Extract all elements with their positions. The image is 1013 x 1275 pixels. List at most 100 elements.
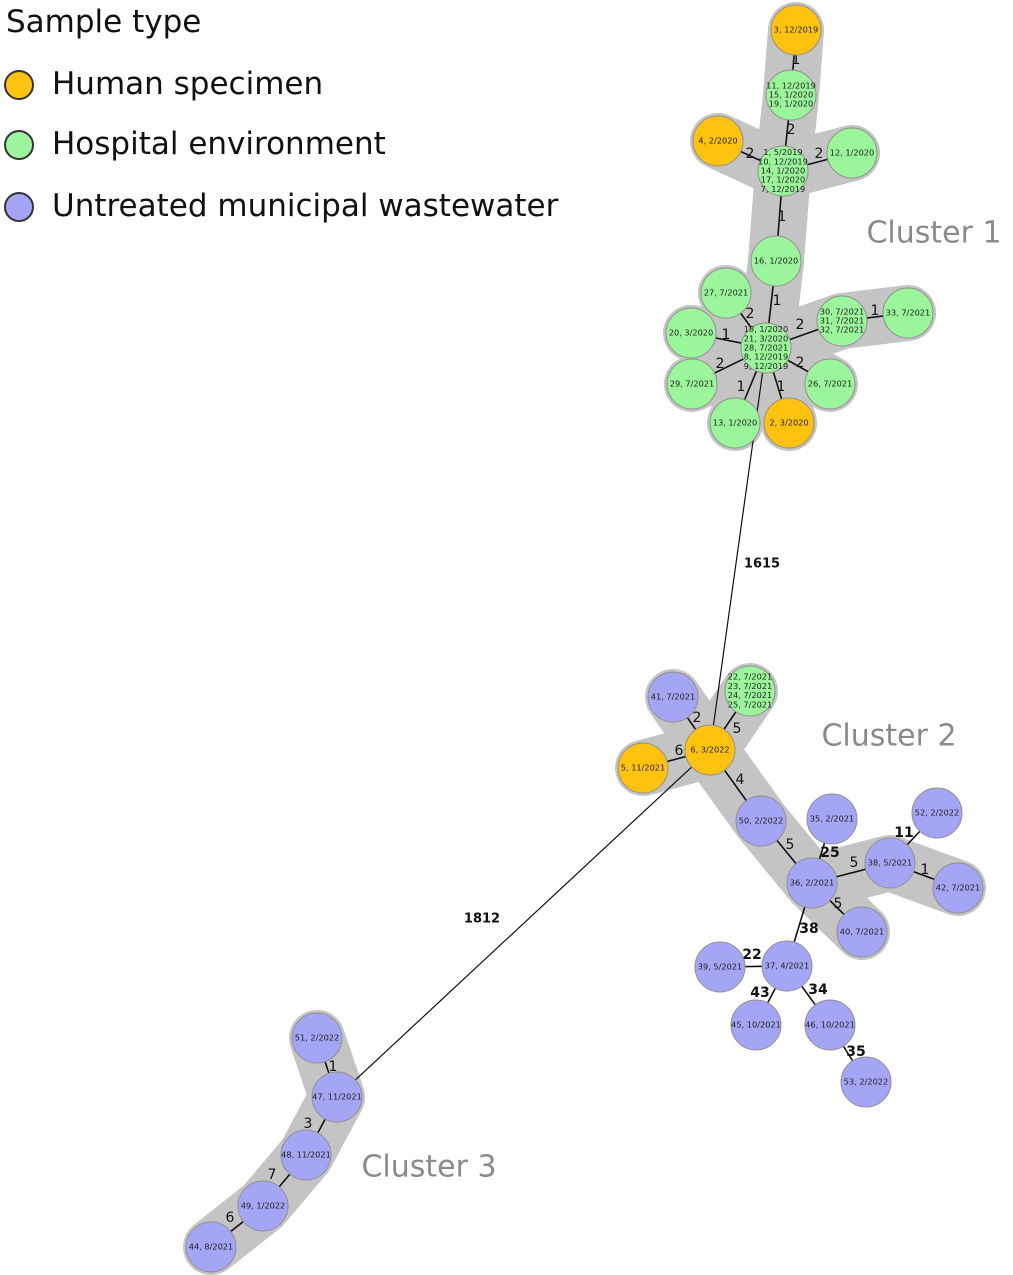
node-label-n30-2: 32, 7/2021 — [820, 325, 864, 335]
node-label-n18-2: 28, 7/2021 — [744, 343, 788, 353]
edge-label-n36-n40: 5 — [834, 896, 843, 912]
node-label-n5-0: 5, 11/2021 — [621, 763, 665, 773]
node-n33: 33, 7/2021 — [882, 287, 934, 339]
node-label-n53-0: 53, 2/2022 — [844, 1077, 888, 1087]
edge-label-n16-n18: 1 — [773, 293, 782, 309]
legend-label-wastewater: Untreated municipal wastewater — [52, 188, 559, 224]
node-circle-n42 — [932, 862, 984, 914]
edge-label-n35-n36: 25 — [820, 845, 839, 861]
node-label-n27-0: 27, 7/2021 — [704, 288, 748, 298]
node-n42: 42, 7/2021 — [932, 862, 984, 914]
legend-swatch-hospital — [4, 130, 34, 160]
node-circle-n33 — [882, 287, 934, 339]
node-label-n11-1: 15, 1/2020 — [769, 90, 813, 100]
node-circle-n29 — [666, 358, 718, 410]
node-n6: 6, 3/2022 — [684, 724, 736, 776]
edge-label-n6-n50: 4 — [736, 772, 745, 788]
node-label-n46-0: 46, 10/2021 — [805, 1020, 855, 1030]
node-label-n36-0: 36, 2/2021 — [790, 878, 834, 888]
node-circle-n6 — [684, 724, 736, 776]
node-label-n6-0: 6, 3/2022 — [690, 745, 729, 755]
node-n35: 35, 2/2021 — [806, 793, 858, 845]
node-label-n18-1: 21, 3/2020 — [744, 333, 788, 343]
node-circle-n20 — [665, 307, 717, 359]
edge-label-n18-n13: 1 — [737, 379, 746, 395]
node-circle-n52 — [911, 787, 963, 839]
edge-label-n22-n6: 5 — [733, 721, 742, 737]
node-label-n45-0: 45, 10/2021 — [731, 1020, 781, 1030]
legend-label-hospital: Hospital environment — [52, 126, 386, 162]
cluster-label-2: Cluster 2 — [821, 719, 956, 754]
edge-label-n37-n45: 43 — [750, 985, 769, 1001]
node-circle-n45 — [730, 999, 782, 1051]
edge-label-n51-n47: 1 — [329, 1059, 338, 1075]
node-n47: 47, 11/2021 — [311, 1071, 363, 1123]
node-label-n16-0: 16, 1/2020 — [754, 256, 798, 266]
node-n53: 53, 2/2022 — [840, 1056, 892, 1108]
node-circle-n37 — [761, 940, 813, 992]
node-label-n52-0: 52, 2/2022 — [915, 808, 959, 818]
edge-label-n18-n26: 2 — [796, 355, 805, 371]
edge-label-n18-n30: 2 — [796, 317, 805, 333]
node-n2: 2, 3/2020 — [763, 397, 815, 449]
node-label-n1-3: 17, 1/2020 — [761, 175, 805, 185]
node-circle-n5 — [617, 742, 669, 794]
node-circle-n18 — [740, 322, 792, 374]
legend-swatch-wastewater — [4, 192, 34, 222]
node-n44: 44, 8/2021 — [185, 1221, 237, 1273]
edge-label-n36-n37: 38 — [799, 921, 818, 937]
edge-label-n30-n33: 1 — [871, 303, 880, 319]
edge-n6-n47 — [336, 749, 711, 1098]
legend-label-human: Human specimen — [52, 66, 324, 102]
node-circle-n51 — [291, 1012, 343, 1064]
node-label-n18-0: 18, 1/2020 — [744, 324, 788, 334]
node-label-n20-0: 20, 3/2020 — [669, 328, 713, 338]
node-n4: 4, 2/2020 — [692, 115, 744, 167]
edge-label-n11-n1: 2 — [787, 122, 796, 138]
node-label-n22-1: 23, 7/2021 — [728, 681, 772, 691]
edge-label-n27-n18: 2 — [746, 306, 755, 322]
node-n16: 16, 1/2020 — [750, 235, 802, 287]
edge-label-n4-n1: 2 — [746, 146, 755, 162]
edge-label-n20-n18: 1 — [722, 327, 731, 343]
edge-label-n47-n48: 3 — [304, 1116, 313, 1132]
node-label-n40-0: 40, 7/2021 — [840, 927, 884, 937]
edge-label-n18-n6: 1615 — [744, 557, 780, 572]
node-label-n38-0: 38, 5/2021 — [868, 858, 912, 868]
edge-label-n38-n42: 1 — [921, 862, 930, 878]
node-circle-n1 — [757, 145, 809, 197]
node-n48: 48, 11/2021 — [280, 1129, 332, 1181]
node-n39: 39, 5/2021 — [694, 941, 746, 993]
node-label-n48-0: 48, 11/2021 — [281, 1150, 331, 1160]
node-circle-n41 — [647, 671, 699, 723]
node-label-n2-0: 2, 3/2020 — [769, 418, 808, 428]
node-n40: 40, 7/2021 — [836, 906, 888, 958]
edge-label-n36-n38: 5 — [850, 855, 859, 871]
node-n20: 20, 3/2020 — [665, 307, 717, 359]
node-label-n4-0: 4, 2/2020 — [698, 136, 737, 146]
node-circle-n50 — [735, 795, 787, 847]
edge-label-n6-n47: 1812 — [464, 912, 500, 927]
node-n51: 51, 2/2022 — [291, 1012, 343, 1064]
edge-label-n46-n53: 35 — [846, 1044, 865, 1060]
node-label-n11-2: 19, 1/2020 — [769, 99, 813, 109]
node-circle-n53 — [840, 1056, 892, 1108]
node-label-n13-0: 13, 1/2020 — [713, 418, 757, 428]
node-circle-n22 — [724, 665, 776, 717]
edge-label-n1-n16: 1 — [778, 209, 787, 225]
node-n45: 45, 10/2021 — [730, 999, 782, 1051]
node-n36: 36, 2/2021 — [786, 857, 838, 909]
node-label-n37-0: 37, 4/2021 — [765, 961, 809, 971]
node-circle-n39 — [694, 941, 746, 993]
edge-label-n29-n18: 2 — [716, 356, 725, 372]
node-label-n39-0: 39, 5/2021 — [698, 962, 742, 972]
node-label-n3-0: 3, 12/2019 — [774, 25, 818, 35]
edge-label-n3-n11: 1 — [792, 52, 801, 68]
